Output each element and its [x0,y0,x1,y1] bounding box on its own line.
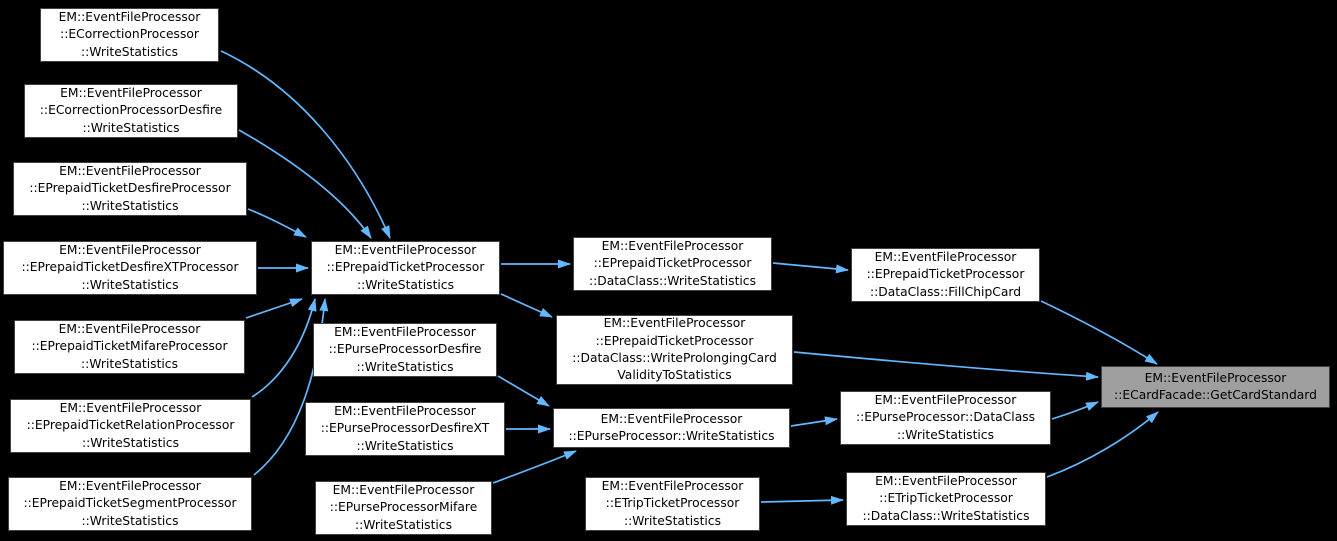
edge-correction-desfire-writestatistics-to-prepaidticket-writestatistics [238,129,372,239]
edge-tripticket-writestatistics-to-tripticket-dataclass-writestatistics [760,495,844,505]
node-label-line: ::EPrepaidTicketSegmentProcessor [23,496,237,511]
node-label-line: ::EPrepaidTicketRelationProcessor [26,418,235,433]
node-label-line: ::WriteStatistics [81,44,178,59]
node-label-line: ::WriteStatistics [357,277,454,292]
node-label-line: EM::EventFileProcessor [334,403,476,418]
node-prepaidticket-dataclass-writeprolongingcard[interactable]: EM::EventFileProcessor::EPrepaidTicketPr… [556,315,793,385]
node-label-line: ValidityToStatistics [617,368,732,383]
node-prepaidticket-mifare-writestatistics[interactable]: EM::EventFileProcessor::EPrepaidTicketMi… [14,320,245,374]
edge-tripticket-dataclass-writestatistics-to-ecardfacade-getcardstandard [1046,411,1159,478]
node-label-line: ::EPrepaidTicketDesfireXTProcessor [21,260,239,275]
node-label-line: ::EPurseProcessorMifare [329,500,478,515]
node-label-line: ::WriteStatistics [624,513,721,528]
edge-purse-desfire-writestatistics-to-purse-writestatistics [497,375,550,407]
node-label-line: EM::EventFileProcessor [334,242,477,257]
node-label-line: EM::EventFileProcessor [59,242,201,257]
node-label-line: ::WriteStatistics [81,198,179,213]
node-label-line: EM::EventFileProcessor [875,473,1017,488]
node-label-line: ::ETripTicketProcessor [879,491,1013,506]
node-label-line: EM::EventFileProcessor [601,238,744,253]
edge-correction-writestatistics-to-prepaidticket-writestatistics [220,50,391,239]
node-label-line: ::DataClass::FillChipCard [869,284,1022,299]
node-purse-desfirext-writestatistics[interactable]: EM::EventFileProcessor::EPurseProcessorD… [305,402,505,456]
node-label-line: ::EPrepaidTicketProcessor [595,333,754,348]
node-label-line: EM::EventFileProcessor [603,316,746,331]
node-label-line: EM::EventFileProcessor [600,411,743,426]
node-label-line: ::EPrepaidTicketMifareProcessor [31,339,228,354]
edge-purse-dataclass-writestatistics-to-ecardfacade-getcardstandard [1051,401,1099,420]
node-label-line: ::WriteStatistics [82,435,179,450]
node-prepaidticket-desfirext-writestatistics[interactable]: EM::EventFileProcessor::EPrepaidTicketDe… [3,241,257,295]
node-correction-desfire-writestatistics[interactable]: EM::EventFileProcessor::ECorrectionProce… [24,84,238,138]
node-label-line: ::WriteStatistics [82,120,180,135]
node-label-line: ::EPrepaidTicketProcessor [326,260,485,275]
node-correction-writestatistics[interactable]: EM::EventFileProcessor::ECorrectionProce… [40,8,219,62]
edge-prepaidticket-dataclass-fillchipcard-to-ecardfacade-getcardstandard [1040,300,1158,365]
node-label-line: EM::EventFileProcessor [58,9,201,24]
node-label-line: EM::EventFileProcessor [334,324,476,339]
node-purse-mifare-writestatistics[interactable]: EM::EventFileProcessor::EPurseProcessorM… [315,481,492,535]
node-label-line: EM::EventFileProcessor [874,249,1017,264]
node-label-line: EM::EventFileProcessor [60,85,202,100]
edge-prepaidticket-dataclass-writestatistics-to-prepaidticket-dataclass-fillchipcard [772,262,849,274]
node-prepaidticket-desfire-writestatistics[interactable]: EM::EventFileProcessor::EPrepaidTicketDe… [13,162,247,216]
node-label-line: EM::EventFileProcessor [1144,370,1287,385]
node-label-line: EM::EventFileProcessor [59,400,202,415]
node-label-line: ::WriteStatistics [81,356,178,371]
node-label-line: EM::EventFileProcessor [601,478,744,493]
node-tripticket-dataclass-writestatistics[interactable]: EM::EventFileProcessor::ETripTicketProce… [846,472,1046,526]
node-label-line: ::WriteStatistics [81,277,179,292]
node-label-line: ::EPurseProcessor::WriteStatistics [568,429,775,443]
node-label-line: ::WriteStatistics [356,438,454,453]
edge-prepaidticket-dataclass-writeprolongingcard-to-ecardfacade-getcardstandard [793,351,1099,381]
node-label-line: EM::EventFileProcessor [332,482,475,497]
node-purse-desfire-writestatistics[interactable]: EM::EventFileProcessor::EPurseProcessorD… [313,323,497,377]
node-label-line: ::DataClass::WriteProlongingCard [572,351,777,365]
edge-prepaidticket-writestatistics-to-prepaidticket-dataclass-writeprolongingcard [500,293,553,318]
node-purse-dataclass-writestatistics[interactable]: EM::EventFileProcessor::EPurseProcessor:… [840,391,1051,445]
node-ecardfacade-getcardstandard: EM::EventFileProcessor::ECardFacade::Get… [1101,366,1330,408]
node-label-line: ::DataClass::WriteStatistics [589,273,756,288]
node-purse-writestatistics[interactable]: EM::EventFileProcessor::EPurseProcessor:… [553,408,790,448]
edge-purse-writestatistics-to-purse-dataclass-writestatistics [790,416,838,427]
node-label-line: EM::EventFileProcessor [874,392,1017,407]
node-label-line: EM::EventFileProcessor [59,163,201,178]
edge-purse-mifare-writestatistics-to-purse-writestatistics [492,450,577,484]
edge-prepaidticket-mifare-writestatistics-to-prepaidticket-writestatistics [245,298,303,319]
node-label-line: ::EPurseProcessorDesfire [328,342,482,357]
node-label-line: ::WriteStatistics [355,517,452,532]
node-label-line: ::WriteStatistics [81,513,179,528]
node-label-line: ::EPurseProcessor::DataClass [855,410,1036,425]
node-label-line: ::ECorrectionProcessor [60,27,199,42]
node-prepaidticket-dataclass-writestatistics[interactable]: EM::EventFileProcessor::EPrepaidTicketPr… [573,237,772,291]
node-label-line: ::WriteStatistics [356,359,454,374]
edge-prepaidticket-desfire-writestatistics-to-prepaidticket-writestatistics [247,208,307,238]
node-label-line: ::ECorrectionProcessorDesfire [39,103,223,118]
node-label-line: ::WriteStatistics [897,427,994,442]
node-tripticket-writestatistics[interactable]: EM::EventFileProcessor::ETripTicketProce… [585,477,760,531]
node-prepaidticket-segment-writestatistics[interactable]: EM::EventFileProcessor::EPrepaidTicketSe… [8,477,252,531]
node-label-line: ::ETripTicketProcessor [605,496,740,511]
node-label-line: ::EPrepaidTicketProcessor [593,256,752,271]
node-label-line: ::EPrepaidTicketProcessor [866,267,1025,282]
node-label-line: ::EPrepaidTicketDesfireProcessor [29,181,231,196]
node-label-line: ::DataClass::WriteStatistics [862,508,1030,523]
edge-prepaidticket-relation-writestatistics-to-prepaidticket-writestatistics [251,298,317,398]
node-label-line: ::EPurseProcessorDesfireXT [320,421,490,436]
node-prepaidticket-writestatistics[interactable]: EM::EventFileProcessor::EPrepaidTicketPr… [311,241,500,295]
node-prepaidticket-dataclass-fillchipcard[interactable]: EM::EventFileProcessor::EPrepaidTicketPr… [851,248,1040,302]
node-label-line: ::ECardFacade::GetCardStandard [1114,388,1317,402]
node-label-line: EM::EventFileProcessor [58,321,201,336]
node-prepaidticket-relation-writestatistics[interactable]: EM::EventFileProcessor::EPrepaidTicketRe… [10,399,251,453]
node-label-line: EM::EventFileProcessor [59,478,201,493]
